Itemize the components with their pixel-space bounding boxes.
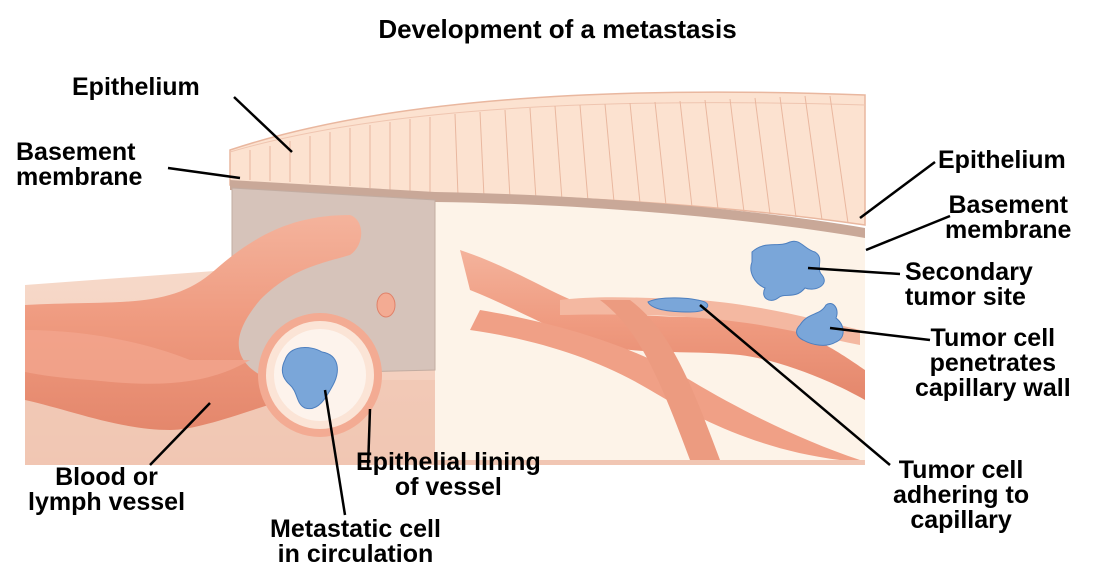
label-tumor-penetrates: Tumor cell penetrates capillary wall — [915, 326, 1071, 401]
diagram-title: Development of a metastasis — [0, 14, 1115, 45]
label-metastatic-cell: Metastatic cell in circulation — [270, 517, 441, 567]
label-epithelial-lining: Epithelial lining of vessel — [356, 450, 541, 500]
vessel-cross-section — [258, 313, 382, 437]
label-epithelium-left: Epithelium — [72, 75, 200, 100]
label-blood-or-lymph-vessel: Blood or lymph vessel — [28, 465, 185, 515]
label-secondary-tumor-site: Secondary tumor site — [905, 260, 1033, 310]
label-basement-membrane-left: Basement membrane — [16, 140, 142, 190]
small-vessel-cut — [377, 293, 395, 317]
label-epithelium-right: Epithelium — [938, 148, 1066, 173]
label-basement-membrane-right: Basement membrane — [945, 193, 1071, 243]
label-tumor-adhering: Tumor cell adhering to capillary — [893, 458, 1029, 533]
